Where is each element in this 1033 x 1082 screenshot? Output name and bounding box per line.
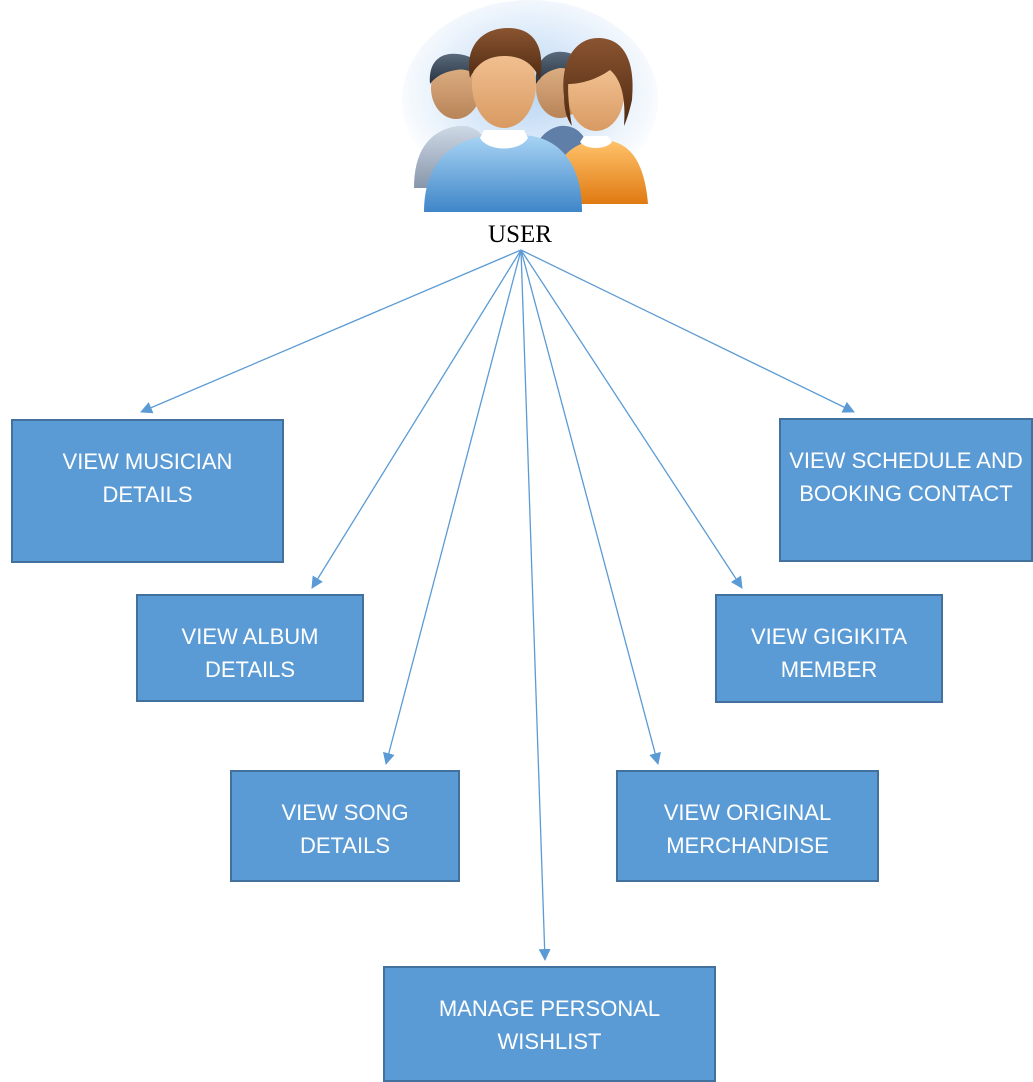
node-label: VIEW ALBUM DETAILS xyxy=(181,624,319,682)
node-view-album-details: VIEW ALBUM DETAILS xyxy=(136,594,364,702)
connector-song xyxy=(382,249,522,765)
connector-member xyxy=(520,249,743,589)
node-manage-personal-wishlist: MANAGE PERSONAL WISHLIST xyxy=(383,966,716,1082)
connector-merch xyxy=(520,249,661,765)
node-label: VIEW SONG DETAILS xyxy=(281,800,409,858)
connector-schedule xyxy=(520,249,855,413)
connector-lines xyxy=(140,249,855,961)
user-actor-label: USER xyxy=(488,221,552,248)
node-label: VIEW SCHEDULE AND BOOKING CONTACT xyxy=(789,448,1023,506)
node-view-musician-details: VIEW MUSICIAN DETAILS xyxy=(11,419,284,563)
node-view-original-merchandise: VIEW ORIGINAL MERCHANDISE xyxy=(616,770,879,882)
connector-wishlist xyxy=(520,249,551,961)
node-label: MANAGE PERSONAL WISHLIST xyxy=(438,996,661,1054)
connector-album xyxy=(311,249,522,589)
person-front-center xyxy=(424,28,582,212)
node-label: VIEW ORIGINAL MERCHANDISE xyxy=(663,800,832,858)
node-label: VIEW GIGIKITA MEMBER xyxy=(750,624,908,682)
user-group-icon xyxy=(402,0,658,212)
node-label: VIEW MUSICIAN DETAILS xyxy=(62,449,233,507)
connector-musician xyxy=(140,249,522,414)
node-view-schedule-and-booking-contact: VIEW SCHEDULE AND BOOKING CONTACT xyxy=(779,418,1033,562)
node-view-song-details: VIEW SONG DETAILS xyxy=(230,770,460,882)
person-front-right xyxy=(550,38,648,204)
node-view-gigikita-member: VIEW GIGIKITA MEMBER xyxy=(715,594,943,703)
